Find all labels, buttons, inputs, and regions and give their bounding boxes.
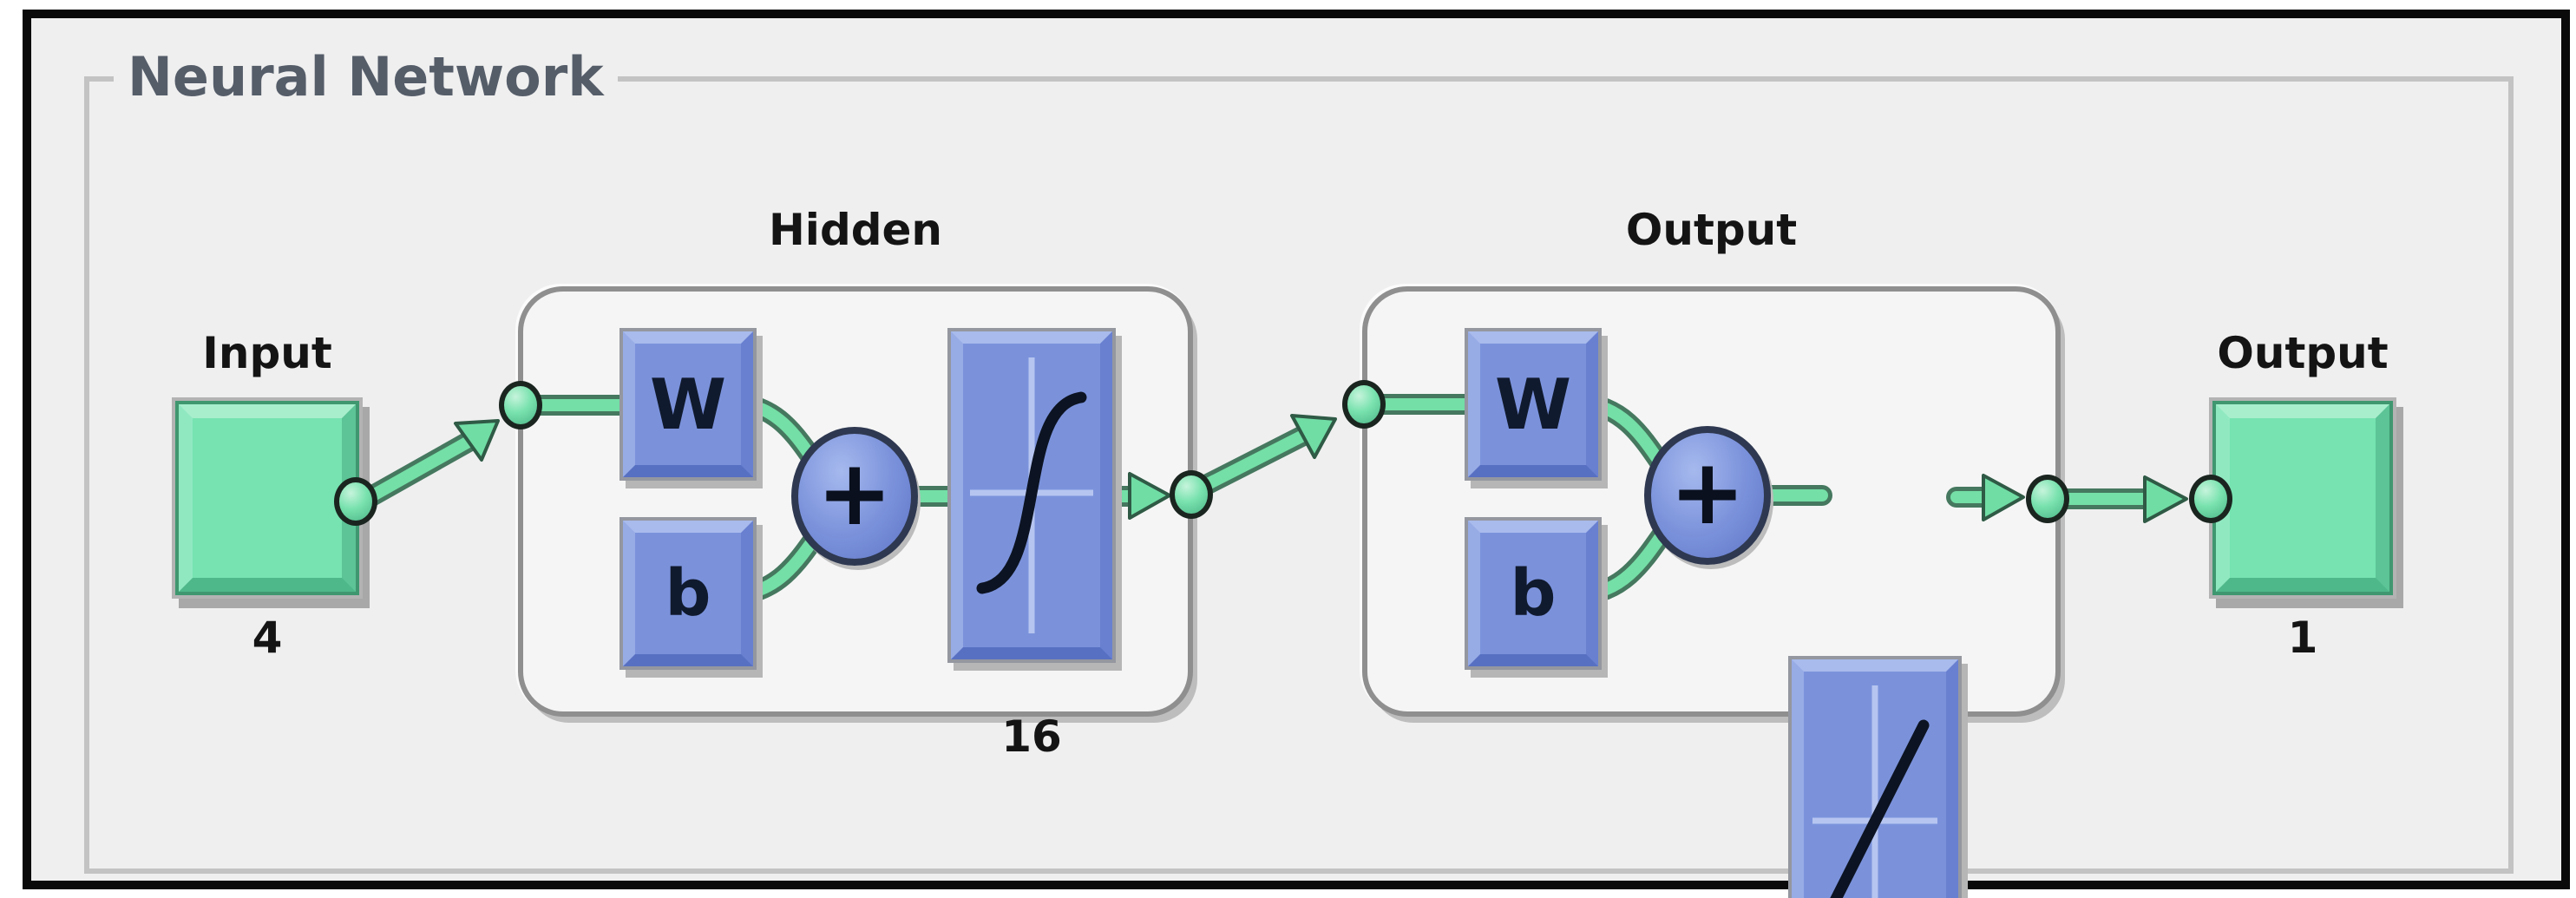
output-to-result-arrow bbox=[2039, 475, 2188, 523]
arrowhead-icon bbox=[1982, 474, 2025, 521]
hidden-layer-title: Hidden bbox=[768, 205, 943, 255]
input-label: Input bbox=[202, 328, 332, 378]
plus-icon: + bbox=[1669, 439, 1746, 545]
hidden-bias-letter: b bbox=[665, 556, 711, 631]
output-size-label: 1 bbox=[2287, 613, 2318, 663]
neural-network-groupbox: Neural Network bbox=[84, 43, 2514, 874]
output-block bbox=[2216, 404, 2389, 592]
hidden-neurons-label: 16 bbox=[1001, 711, 1062, 762]
hidden-weight-letter: W bbox=[649, 364, 727, 445]
hidden-exit-port-icon bbox=[1170, 470, 1213, 519]
arrowhead-icon bbox=[2143, 475, 2188, 523]
input-block bbox=[179, 404, 356, 592]
result-port-icon bbox=[2189, 475, 2232, 523]
purelin-line-icon bbox=[1812, 685, 1937, 898]
output-bias-block: b bbox=[1468, 521, 1598, 666]
hidden-bias-block: b bbox=[623, 521, 753, 666]
output-transfer-out-arrow bbox=[1946, 474, 2025, 521]
hidden-transfer-block bbox=[951, 331, 1112, 659]
groupbox-title: Neural Network bbox=[114, 43, 618, 111]
output-exit-port-icon bbox=[2026, 475, 2069, 523]
hidden-weight-block: W bbox=[623, 331, 753, 477]
hidden-entry-port-icon bbox=[499, 381, 542, 429]
hidden-transfer-out-arrow bbox=[1100, 472, 1171, 520]
hidden-to-output-arrow bbox=[1194, 414, 1337, 496]
output-weight-letter: W bbox=[1494, 364, 1572, 445]
arrowhead-icon bbox=[1290, 414, 1337, 459]
output-transfer-block bbox=[1792, 659, 1958, 898]
output-entry-port-icon bbox=[1342, 380, 1386, 429]
output-bias-letter: b bbox=[1510, 556, 1557, 631]
tansig-curve-icon bbox=[970, 357, 1093, 633]
input-size-label: 4 bbox=[252, 613, 283, 663]
input-port-icon bbox=[334, 477, 377, 526]
output-sum-node: + bbox=[1644, 426, 1771, 565]
arrowhead-icon bbox=[454, 419, 500, 462]
arrowhead-icon bbox=[1128, 472, 1171, 520]
plus-icon: + bbox=[816, 440, 893, 546]
output-weight-block: W bbox=[1468, 331, 1598, 477]
output-layer-title: Output bbox=[1625, 205, 1798, 255]
hidden-sum-node: + bbox=[791, 427, 918, 566]
input-to-hidden-arrow bbox=[349, 419, 500, 514]
output-label: Output bbox=[2217, 328, 2389, 378]
